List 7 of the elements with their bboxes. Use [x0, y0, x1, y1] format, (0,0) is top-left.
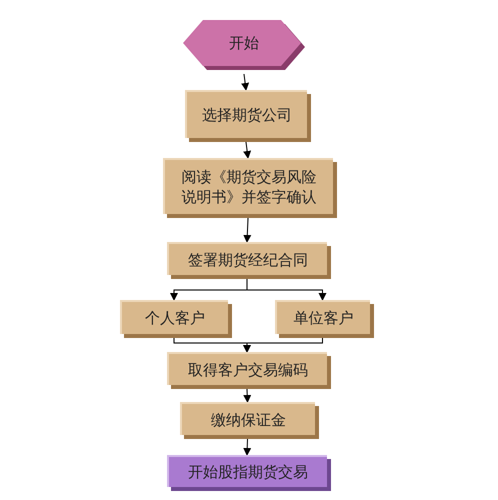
- arrow: [241, 74, 250, 91]
- arrow: [243, 388, 252, 403]
- arrow: [243, 142, 252, 159]
- arrow: [243, 338, 323, 353]
- arrow: [243, 438, 252, 456]
- arrow: [246, 278, 326, 301]
- arrow: [243, 218, 252, 243]
